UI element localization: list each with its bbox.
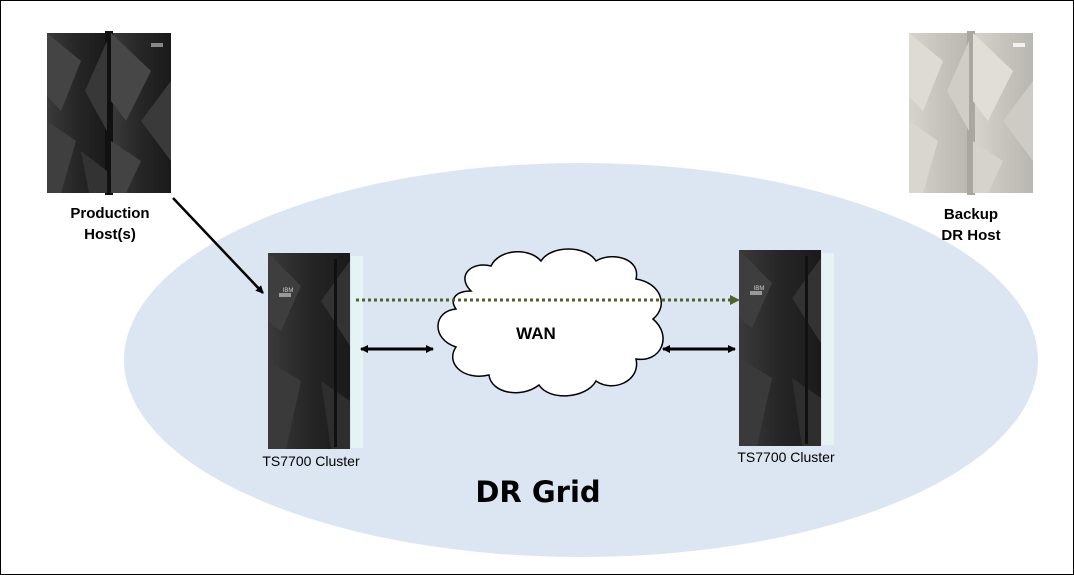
ts7700-cluster-right-icon xyxy=(739,250,834,446)
wan-label: WAN xyxy=(516,324,556,343)
production-host-line2: Host(s) xyxy=(84,226,136,243)
ts7700-cluster-left-icon xyxy=(268,253,363,449)
cluster-right-label: TS7700 Cluster xyxy=(737,449,835,465)
backup-host-line2: DR Host xyxy=(941,227,1001,244)
wan-cloud xyxy=(437,248,664,397)
host-to-cluster-arrow xyxy=(172,197,264,294)
cluster-left-label: TS7700 Cluster xyxy=(262,453,360,469)
production-host-label: Production Host(s) xyxy=(45,203,175,245)
backup-host-label: Backup DR Host xyxy=(906,204,1036,246)
backup-host-line1: Backup xyxy=(943,206,999,223)
cluster-left-brand: IBM xyxy=(282,288,294,294)
dr-grid-label: DR Grid xyxy=(475,475,601,509)
production-host-line1: Production xyxy=(70,205,150,222)
backup-host-icon xyxy=(909,31,1033,195)
production-host-icon xyxy=(47,31,171,195)
cluster-right-brand: IBM xyxy=(753,286,765,292)
